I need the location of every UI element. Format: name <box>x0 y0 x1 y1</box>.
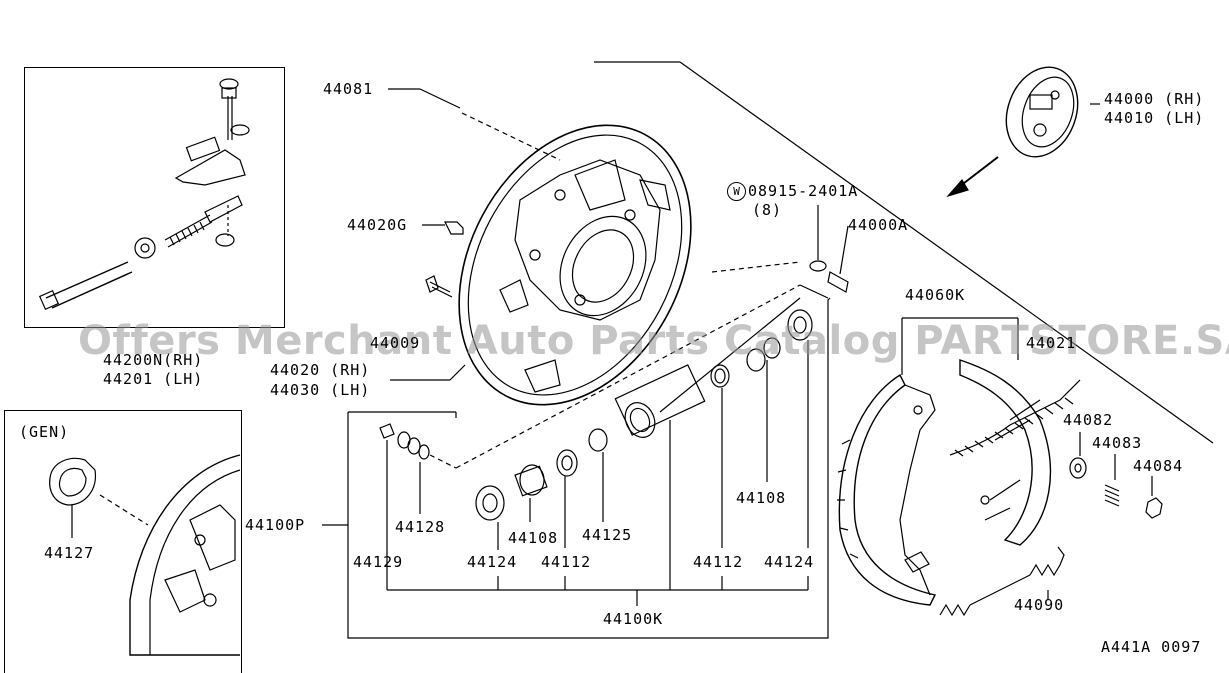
part-08915-qty: (8) <box>752 201 783 219</box>
diagram-code: A441A 0097 <box>1101 638 1202 656</box>
part-44020g[interactable]: 44020G <box>347 216 408 234</box>
part-44201-lh[interactable]: 44201 (LH) <box>103 370 204 388</box>
adjuster-inset-box <box>24 67 285 328</box>
gen-drum <box>49 454 241 656</box>
part-44108-left[interactable]: 44108 <box>508 529 559 547</box>
part-44000a[interactable]: 44000A <box>848 216 909 234</box>
part-44083[interactable]: 44083 <box>1092 434 1143 452</box>
part-44108-right[interactable]: 44108 <box>736 489 787 507</box>
part-44125[interactable]: 44125 <box>582 526 633 544</box>
part-44090[interactable]: 44090 <box>1014 596 1065 614</box>
part-44100p[interactable]: 44100P <box>245 516 306 534</box>
part-44127[interactable]: 44127 <box>44 544 95 562</box>
part-44021[interactable]: 44021 <box>1026 334 1077 352</box>
part-44081[interactable]: 44081 <box>323 80 374 98</box>
part-44082[interactable]: 44082 <box>1063 411 1114 429</box>
gen-label: (GEN) <box>19 423 70 441</box>
part-44112-right[interactable]: 44112 <box>693 553 744 571</box>
part-44084[interactable]: 44084 <box>1133 457 1184 475</box>
brake-shoes <box>837 317 1052 606</box>
brake-assembly-thumb <box>1005 66 1100 158</box>
part-44129[interactable]: 44129 <box>353 553 404 571</box>
part-44124-left[interactable]: 44124 <box>467 553 518 571</box>
part-4409x[interactable]: 44009 <box>370 334 421 352</box>
part-08915-number: 08915-2401A <box>748 182 859 200</box>
part-44100k[interactable]: 44100K <box>603 610 664 628</box>
part-44124-right[interactable]: 44124 <box>764 553 815 571</box>
part-44060k[interactable]: 44060K <box>905 286 966 304</box>
part-44000-rh[interactable]: 44000 (RH) <box>1104 90 1205 108</box>
watermark: Offers Merchant Auto Parts Catalog PARTS… <box>78 318 1229 364</box>
washer-symbol-icon: W <box>727 182 746 201</box>
backing-plate <box>458 124 692 406</box>
part-44030-lh[interactable]: 44030 (LH) <box>270 381 371 399</box>
part-44010-lh[interactable]: 44010 (LH) <box>1104 109 1205 127</box>
part-44128[interactable]: 44128 <box>395 518 446 536</box>
part-44020-rh[interactable]: 44020 (RH) <box>270 361 371 379</box>
gen-inset-box <box>4 410 242 673</box>
part-44112-left[interactable]: 44112 <box>541 553 592 571</box>
part-44200n-rh[interactable]: 44200N(RH) <box>103 351 204 369</box>
adjuster-parts <box>38 78 250 311</box>
